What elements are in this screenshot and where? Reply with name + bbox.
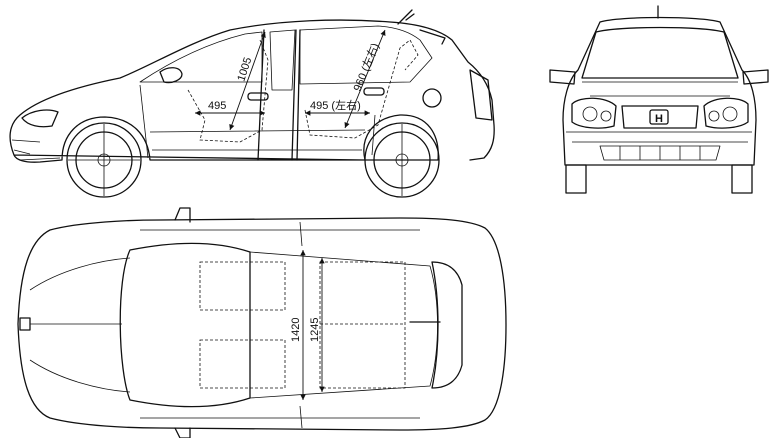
top-rear-window xyxy=(431,261,463,389)
side-front-seat xyxy=(187,39,269,143)
top-rear-seats xyxy=(319,261,406,389)
side-front-bumper xyxy=(11,139,61,161)
front-view: H xyxy=(549,5,769,194)
front-right-tyre xyxy=(731,164,753,194)
front-right-lamp-inner-2 xyxy=(708,110,720,122)
top-windshield xyxy=(119,242,251,408)
front-legroom-label: 495 xyxy=(208,100,226,112)
side-tail-lamp xyxy=(469,69,493,121)
front-bumper xyxy=(566,131,752,161)
front-left-tyre xyxy=(565,164,587,194)
side-windows xyxy=(139,25,433,91)
side-spoiler-antenna xyxy=(397,9,446,45)
rear-headroom-label: 960 (左右) xyxy=(350,41,382,93)
top-hood-lines xyxy=(29,257,131,393)
front-left-lamp-inner-2 xyxy=(600,110,612,122)
side-view: 1005 960 (左右) 495 495 (左右) xyxy=(9,9,495,198)
shoulder-width-label: 1420 xyxy=(290,318,302,342)
side-headlamp xyxy=(21,109,59,128)
top-view: 1420 1245 xyxy=(17,207,507,438)
top-body-outline xyxy=(17,217,507,431)
rear-legroom-label: 495 (左右) xyxy=(310,98,361,112)
side-door-lines xyxy=(139,84,376,159)
top-front-seats xyxy=(199,261,286,389)
rear-door-handle xyxy=(363,87,385,96)
front-right-lamp-inner xyxy=(722,106,738,122)
front-grille xyxy=(621,105,699,129)
fuel-cap xyxy=(422,88,442,108)
interior-width-label: 1245 xyxy=(309,318,321,342)
rear-wheel xyxy=(364,122,440,198)
top-left-mirror xyxy=(174,207,191,223)
top-front-badge xyxy=(19,317,31,331)
top-side-sills xyxy=(140,221,420,429)
top-right-mirror xyxy=(174,427,191,438)
side-mirror xyxy=(159,67,183,84)
front-left-headlamp xyxy=(571,97,617,129)
top-roof xyxy=(249,251,438,399)
side-rear-seat xyxy=(304,39,419,139)
front-right-mirror xyxy=(742,69,769,85)
front-body-outline xyxy=(562,16,757,166)
front-left-mirror xyxy=(549,69,576,85)
front-wheel xyxy=(66,122,142,198)
front-left-lamp-inner xyxy=(582,106,598,122)
front-badge: H xyxy=(655,113,663,125)
front-right-headlamp xyxy=(703,97,749,129)
front-windshield xyxy=(581,26,739,79)
front-badge-frame xyxy=(649,109,669,125)
front-hood xyxy=(582,81,738,97)
